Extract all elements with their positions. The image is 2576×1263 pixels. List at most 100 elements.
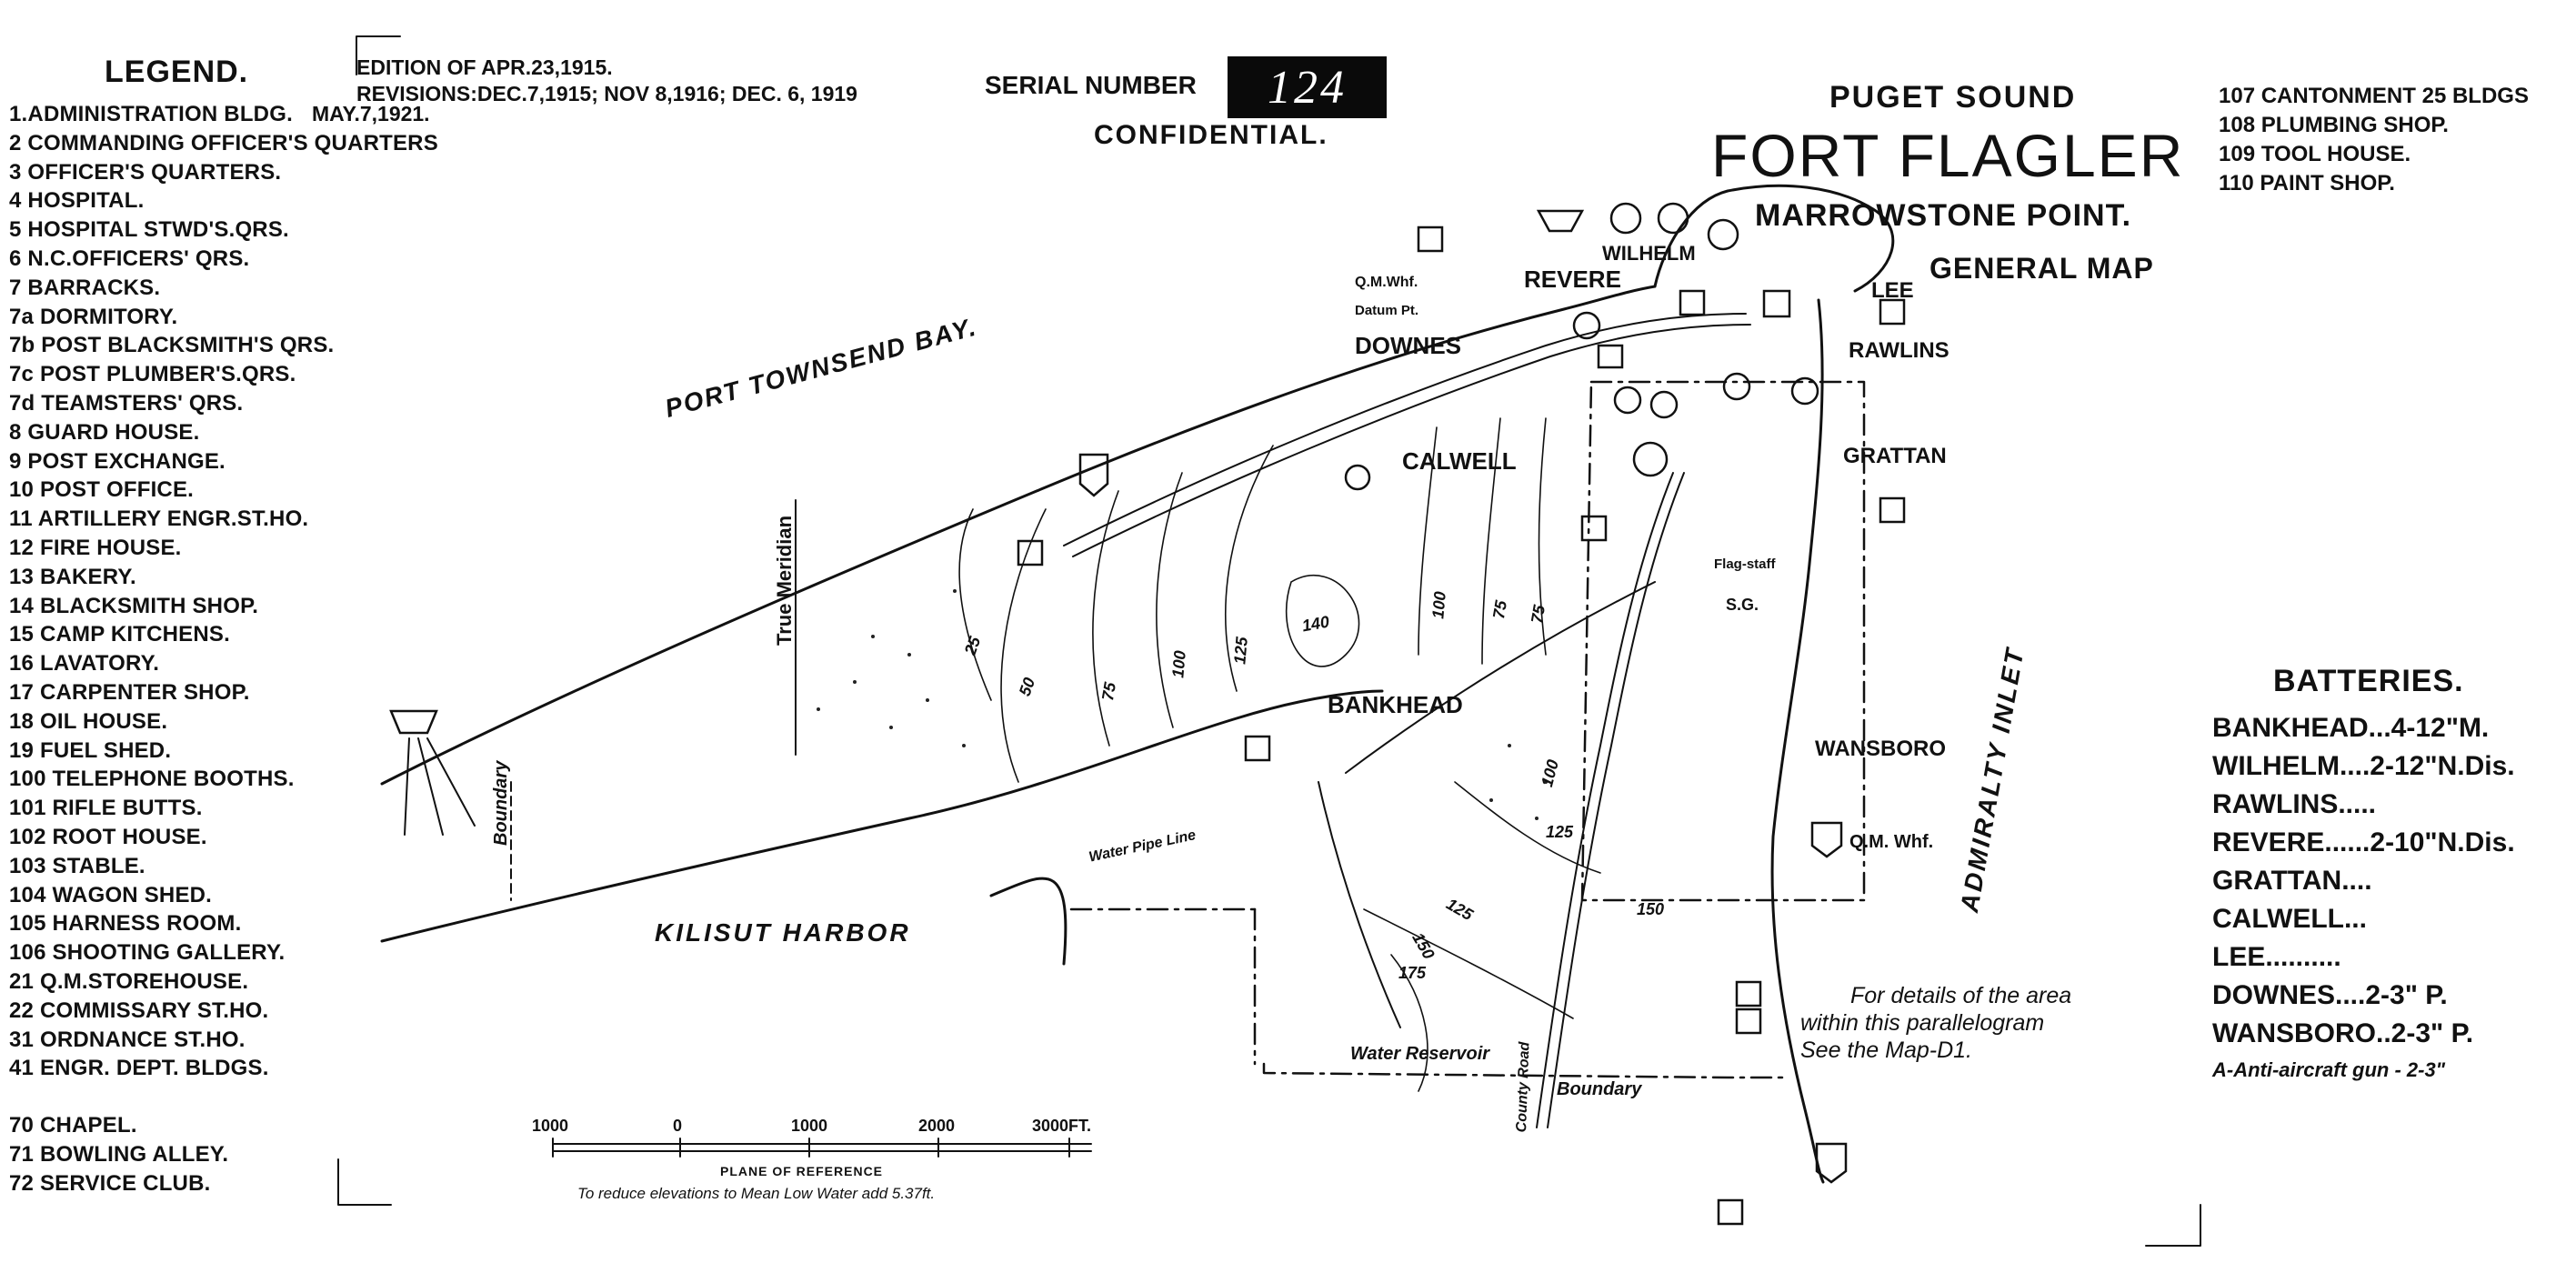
legend-item: 72 SERVICE CLUB. [9,1170,211,1196]
county-road-parallel [1547,472,1685,1128]
contour-label: 175 [1398,964,1427,982]
legend-item: 22 COMMISSARY ST.HO. [9,997,269,1023]
legend-item: 104 WAGON SHED. [9,882,213,907]
contour-label: 100 [1168,649,1189,679]
contour-label: 75 [1098,680,1120,703]
legend-item: 10 POST OFFICE. [9,477,195,503]
diagonal-road [1345,581,1656,774]
battery-wilhelm: WILHELM [1602,242,1696,265]
legend-item: 4 HOSPITAL. [9,188,145,214]
flagstaff-label: Flag-staff [1714,556,1776,572]
contour-label: 125 [1546,823,1574,841]
legend-item: 31 ORDNANCE ST.HO. [9,1027,246,1052]
legend-item: 19 FUEL SHED. [9,737,172,763]
east-shoreline [1770,298,1825,1184]
qm-wharf-east-label: Q.M. Whf. [1849,832,1934,852]
contour-125 [1225,445,1274,692]
battery-marker [1609,202,1642,235]
legend-item: 106 SHOOTING GALLERY. [9,940,286,966]
battery-marker [1572,311,1601,340]
legend-item: 3 OFFICER'S QUARTERS. [9,159,282,185]
legend-item: 70 CHAPEL. [9,1113,137,1138]
legend-item: 16 LAVATORY. [9,651,160,677]
legend-item: 1.ADMINISTRATION BLDG. [9,102,293,126]
main-road [1063,313,1747,546]
scale-tick-label: 2000 [918,1117,956,1135]
contour-75 [1092,490,1119,747]
legend-item: 7 BARRACKS. [9,275,161,300]
kilisut-shoreline [380,689,1384,943]
battery-revere: REVERE [1524,266,1621,293]
right-legend-item: 109 TOOL HOUSE. [2219,142,2411,166]
battery-marker [1632,441,1669,477]
contour-125b [1363,908,1574,1019]
building-marker [1879,496,1906,524]
shield-symbol [1536,209,1585,233]
water-reservoir-label: Water Reservoir [1350,1044,1490,1064]
legend-item: 12 FIRE HOUSE. [9,535,182,560]
contour-lower [1454,781,1601,874]
revisions-line: REVISIONS:DEC.7,1915; NOV 8,1916; DEC. 6… [356,82,857,105]
contour-140 [1286,575,1360,667]
legend-item: 7c POST PLUMBER'S.QRS. [9,362,296,387]
contour-100b [1418,426,1438,656]
building-marker [1244,735,1271,762]
legend-item: 103 STABLE. [9,853,145,878]
battery-wansboro: WANSBORO [1815,737,1946,761]
building-marker [1762,289,1791,318]
legend-item: 100 TELEPHONE BOOTHS. [9,767,295,792]
contour-label: 100 [1428,590,1449,620]
confidential-label: CONFIDENTIAL. [1094,120,1328,150]
legend-item: 7a DORMITORY. [9,304,178,329]
corner-mark-right [2145,1204,2201,1247]
right-legend-item: 108 PLUMBING SHOP. [2219,113,2449,137]
anti-aircraft-note: A-Anti-aircraft gun - 2-3" [2212,1058,2446,1081]
battery-downes: DOWNES [1355,332,1461,359]
battery-marker [1344,464,1371,491]
county-road-label: County Road [1514,1041,1533,1133]
legend-list: 1.ADMINISTRATION BLDG.2 COMMANDING OFFIC… [9,100,438,1198]
sg-label: S.G. [1726,596,1759,614]
legend-item: 105 HARNESS ROOM. [9,911,242,937]
contour-150 [1390,954,1428,1092]
legend-item: 8 GUARD HOUSE. [9,419,200,445]
contour-label: 125 [1230,636,1251,666]
battery-item: WILHELM....2-12"N.Dis. [2212,751,2515,781]
legend-item: 7b POST BLACKSMITH'S QRS. [9,333,335,358]
shield-symbol [1815,1142,1848,1184]
building-marker [1735,1007,1762,1035]
contour-25 [958,508,992,701]
battery-calwell: CALWELL [1402,447,1517,475]
sand-stipple [817,589,1548,820]
corner-mark-top [356,35,401,75]
contour-label: 150 [1637,900,1665,918]
battery-marker [1613,386,1642,415]
water-pipe [1318,781,1401,1028]
revision-date: MAY.7,1921. [309,102,433,126]
legend-item: 5 HOSPITAL STWD'S.QRS. [9,217,289,243]
building-marker [1597,344,1624,369]
battery-marker [1649,390,1679,419]
battery-rawlins: RAWLINS [1849,338,1950,363]
battery-item: DOWNES....2-3" P. [2212,980,2448,1010]
legend-item: 17 CARPENTER SHOP. [9,679,250,705]
legend-item: 101 RIFLE BUTTS. [9,796,203,821]
batteries-title: BATTERIES. [2273,664,2464,698]
south-boundary-label: Boundary [1557,1079,1642,1099]
right-legend-item: 110 PAINT SHOP. [2219,171,2395,195]
legend-item: 6 N.C.OFFICERS' QRS. [9,246,250,271]
battery-item: CALWELL... [2212,904,2367,934]
details-note-line: within this parallelogram [1800,1010,2045,1036]
legend-item: 14 BLACKSMITH SHOP. [9,593,259,618]
shield-symbol [1810,821,1843,858]
contour-100 [1156,472,1183,728]
battery-item: RAWLINS..... [2212,789,2376,819]
legend-item: 71 BOWLING ALLEY. [9,1141,229,1167]
elevation-note: To reduce elevations to Mean Low Water a… [577,1185,936,1202]
west-shoreline [380,285,1657,786]
scale-tick-label: 1000 [532,1117,569,1135]
scale-tick-label: 0 [673,1117,683,1135]
building-marker [1017,539,1044,566]
kilisut-harbor-label: KILISUT HARBOR [655,918,911,947]
